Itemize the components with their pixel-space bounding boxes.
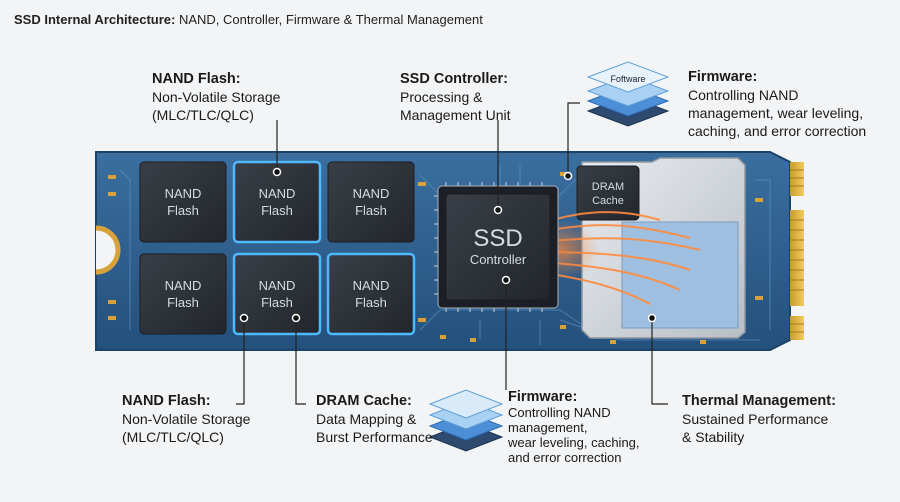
label-line: Controlling NAND <box>508 405 611 420</box>
firmware-stack-bottom <box>428 389 504 452</box>
label-line: management, wear leveling, <box>688 105 864 121</box>
nand-chip-text: Flash <box>355 203 387 218</box>
firmware-stack-label: Foftware <box>610 74 645 84</box>
label-dram: DRAM Cache: Data Mapping & Burst Perform… <box>316 392 433 446</box>
nand-chip <box>232 252 322 336</box>
label-line: (MLC/TLC/QLC) <box>152 107 254 123</box>
label-line: Controlling NAND <box>688 87 799 103</box>
nand-chip <box>327 161 415 243</box>
controller-chip-title: SSD <box>473 225 522 252</box>
label-heading: SSD Controller: <box>400 71 508 87</box>
nand-chip-text: Flash <box>261 295 293 310</box>
label-heading: DRAM Cache: <box>316 393 412 409</box>
label-line: Data Mapping & <box>316 411 417 427</box>
label-line: management, <box>508 420 588 435</box>
label-line: Sustained Performance <box>682 411 829 427</box>
label-thermal: Thermal Management: Sustained Performanc… <box>682 392 836 446</box>
nand-chip <box>139 161 227 243</box>
label-line: caching, and error correction <box>688 123 867 139</box>
label-line: Management Unit <box>400 107 511 123</box>
callout-lines <box>236 102 668 405</box>
nand-chip-text: NAND <box>353 278 390 293</box>
label-firmware-top: Firmware: Controlling NAND management, w… <box>688 68 866 140</box>
nand-chip-text: NAND <box>259 278 296 293</box>
label-line: Non-Volatile Storage <box>122 411 251 427</box>
callout-dots <box>239 167 657 323</box>
title-rest: NAND, Controller, Firmware & Thermal Man… <box>178 12 483 27</box>
dram-chip: DRAM Cache <box>576 165 640 221</box>
nand-chip-text: NAND <box>259 186 296 201</box>
diagram-title: SSD Internal Architecture: NAND, Control… <box>14 12 483 27</box>
label-heading: Thermal Management: <box>682 393 836 409</box>
nand-chip <box>139 253 227 335</box>
label-line: & Stability <box>682 429 745 445</box>
label-heading: NAND Flash: <box>122 393 211 409</box>
label-nand-bottom: NAND Flash: Non-Volatile Storage (MLC/TL… <box>122 392 250 446</box>
nand-chip <box>326 252 416 336</box>
nand-chip-grid: NAND Flash NAND Flash NAND Flash NAND Fl… <box>139 160 416 336</box>
nand-chip-text: Flash <box>167 203 199 218</box>
label-heading: Firmware: <box>688 69 758 85</box>
label-line: (MLC/TLC/QLC) <box>122 429 224 445</box>
label-controller: SSD Controller: Processing & Management … <box>400 70 511 124</box>
label-heading: NAND Flash: <box>152 71 241 87</box>
label-line: and error correction <box>508 450 622 465</box>
pcb-components <box>108 172 763 344</box>
nand-chip-text: NAND <box>353 186 390 201</box>
connector-pins <box>790 162 804 340</box>
label-heading: Firmware: <box>508 389 578 405</box>
dram-chip-text: Cache <box>592 195 624 207</box>
nand-chip-text: Flash <box>355 295 387 310</box>
nand-chip-text: NAND <box>165 186 202 201</box>
label-line: Processing & <box>400 89 483 105</box>
dram-chip-text: DRAM <box>592 181 624 193</box>
nand-chip-text: Flash <box>167 295 199 310</box>
nand-chip-text: NAND <box>165 278 202 293</box>
title-bold: SSD Internal Architecture: <box>14 12 176 27</box>
controller-chip-subtitle: Controller <box>470 252 527 267</box>
label-line: Burst Performance <box>316 429 433 445</box>
label-line: wear leveling, caching, <box>508 435 640 450</box>
label-line: Non-Volatile Storage <box>152 89 281 105</box>
firmware-stack-top: Foftware <box>586 61 670 127</box>
nand-chip-text: Flash <box>261 203 293 218</box>
label-nand-top: NAND Flash: Non-Volatile Storage (MLC/TL… <box>152 70 280 124</box>
label-firmware-bottom: Firmware: Controlling NAND management, w… <box>508 389 640 466</box>
ssd-controller-chip: SSD Controller <box>434 182 559 312</box>
